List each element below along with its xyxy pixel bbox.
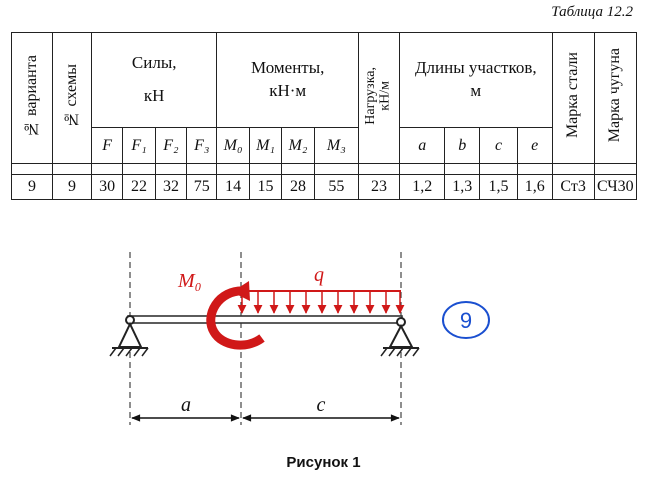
header-steel: Марка стали (551, 32, 595, 164)
header-moments-title: Моменты, (251, 58, 325, 78)
header-forces: Силы, кН (90, 32, 218, 128)
header-load: Нагрузка,кН/м (357, 32, 401, 164)
table-caption: Таблица 12.2 (551, 4, 633, 20)
header-cast-iron-label: Марка чугуна (605, 48, 623, 143)
scheme-number-badge (442, 301, 490, 339)
dimension-a-label: a (181, 394, 191, 416)
cell-M0: 14 (216, 174, 250, 200)
cell-F: 30 (90, 174, 124, 200)
variant-data-table: № варианта № схемы Силы, кН Моменты, кН·… (10, 32, 638, 200)
cell-b: 1,3 (444, 174, 481, 200)
sub-F2: F₂ (154, 127, 188, 164)
sub-M1: M₁ (248, 127, 283, 164)
cell-F3: 75 (186, 174, 218, 200)
guide-lines (129, 252, 402, 425)
header-steel-label: Марка стали (563, 52, 581, 139)
sub-F3: F₃ (186, 127, 218, 164)
header-moments: Моменты, кН·м (216, 32, 359, 128)
figure-caption: Рисунок 1 (286, 454, 361, 471)
right-pin-support (380, 317, 420, 357)
cell-scheme: 9 (52, 174, 92, 200)
cell-e: 1,6 (516, 174, 553, 200)
header-cast-iron: Марка чугуна (593, 32, 638, 164)
cell-M3: 55 (313, 174, 360, 200)
moment-arrow (206, 281, 265, 350)
cell-cast-iron: СЧ30 (593, 174, 638, 200)
header-variant: № варианта (10, 32, 54, 164)
scheme-number: 9 (460, 308, 472, 333)
left-pin-support (109, 315, 149, 357)
header-lengths: Длины участков, м (399, 32, 553, 128)
cell-F2: 32 (154, 174, 188, 200)
header-lengths-unit: м (470, 81, 482, 100)
distributed-load (237, 290, 405, 314)
header-lengths-title: Длины участков, (414, 58, 537, 78)
header-load-label: Нагрузка,кН/м (363, 66, 394, 125)
sub-M0: M₀ (216, 127, 250, 164)
cell-q: 23 (357, 174, 401, 200)
cell-F1: 22 (122, 174, 156, 200)
sub-e: e (516, 127, 553, 164)
header-forces-title: Силы, (131, 53, 177, 73)
sub-b: b (444, 127, 481, 164)
table-row: 9 9 30 22 32 75 14 15 28 55 23 1,2 1,3 1… (10, 174, 638, 200)
sub-F1: F₁ (122, 127, 156, 164)
cell-M1: 15 (248, 174, 283, 200)
beam-scheme-figure: q M₀ 9 a c (109, 252, 490, 425)
sub-M2: M₂ (281, 127, 315, 164)
dimension-c-label: c (317, 394, 326, 416)
beam (127, 315, 403, 324)
header-variant-label: № варианта (22, 54, 40, 137)
spacer-row (10, 163, 638, 175)
moment-label: M₀ (177, 270, 202, 292)
load-label: q (314, 264, 324, 286)
cell-variant: 9 (10, 174, 54, 200)
cell-M2: 28 (281, 174, 315, 200)
header-moments-unit: кН·м (269, 81, 307, 100)
header-row: № варианта № схемы Силы, кН Моменты, кН·… (10, 32, 638, 164)
header-scheme: № схемы (52, 32, 92, 164)
subheader-row: F F₁ F₂ F₃ M₀ M₁ M₂ M₃ a b c e (12, 127, 637, 164)
sub-a: a (399, 127, 446, 164)
header-load-unit: кН/м (378, 80, 394, 111)
header-scheme-label: № схемы (62, 63, 80, 128)
sub-F: F (90, 127, 124, 164)
sub-M3: M₃ (313, 127, 360, 164)
header-forces-unit: кН (143, 86, 165, 105)
header-load-title: Нагрузка, (363, 66, 379, 125)
sub-c: c (479, 127, 518, 164)
cell-steel: Ст3 (551, 174, 595, 200)
cell-c: 1,5 (479, 174, 518, 200)
cell-a: 1,2 (399, 174, 446, 200)
